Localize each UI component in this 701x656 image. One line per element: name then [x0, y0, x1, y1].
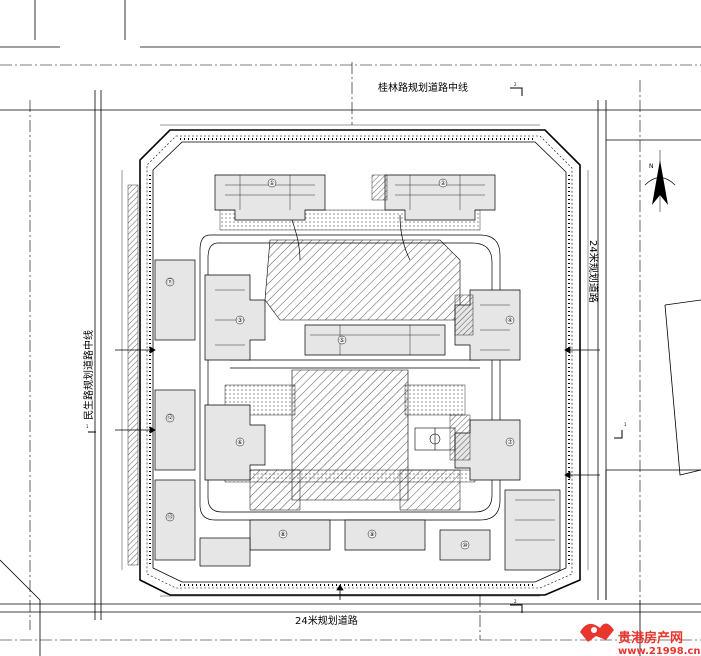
building-number: ⑨: [369, 531, 374, 538]
building-number: ⑪: [167, 278, 173, 286]
road-name-bottom: 24米规划道路: [295, 614, 358, 627]
entrance-arrows: [115, 346, 600, 600]
building-numbers: ① ② ③ ④ ⑤ ⑥ ⑦ ⑧ ⑨ ⑩ ⑪ ⑫ ⑬: [165, 178, 515, 550]
watermark-name: 贵港房产网: [618, 630, 683, 646]
boundary-ticks: [149, 138, 570, 586]
building-number: ④: [507, 317, 512, 324]
section-mark-right: 1: [624, 422, 627, 427]
section-mark-left: 1: [86, 424, 89, 429]
building-number: ①: [269, 180, 274, 187]
building-number: ⑩: [462, 542, 467, 549]
north-arrow: N: [644, 150, 676, 212]
building-number: ⑤: [339, 337, 344, 344]
building-blocks: [154, 174, 561, 571]
building-number: ③: [237, 317, 242, 324]
road-name-top: 桂林路规划道路中线: [378, 81, 468, 94]
road-name-right: 24米规划道路: [587, 240, 600, 303]
site-boundary: [139, 129, 581, 596]
building-number: ⑥: [237, 439, 242, 446]
building-number: ⑬: [167, 513, 173, 521]
internal-roads: [199, 214, 501, 521]
watermark-url: www.21998.cn: [618, 646, 701, 656]
north-label: N: [649, 163, 654, 170]
adjacent-parcel: [664, 299, 701, 476]
sports-court: [414, 427, 456, 451]
road-name-left: 民生路规划道路中线: [82, 330, 95, 420]
section-mark-bottom: 2: [514, 599, 517, 604]
central-plaza: [249, 239, 461, 511]
building-number: ⑧: [280, 531, 285, 538]
building-number: ⑫: [167, 414, 173, 422]
center-lines: [0, 62, 701, 641]
dimension-lines: [121, 124, 589, 597]
green-strips: [127, 174, 474, 566]
building-number: ⑦: [507, 439, 513, 446]
section-mark-top: 2: [514, 82, 517, 87]
section-markers: [88, 87, 623, 613]
watermark: 贵港房产网 www.21998.cn: [580, 623, 701, 656]
building-number: ②: [440, 180, 446, 187]
